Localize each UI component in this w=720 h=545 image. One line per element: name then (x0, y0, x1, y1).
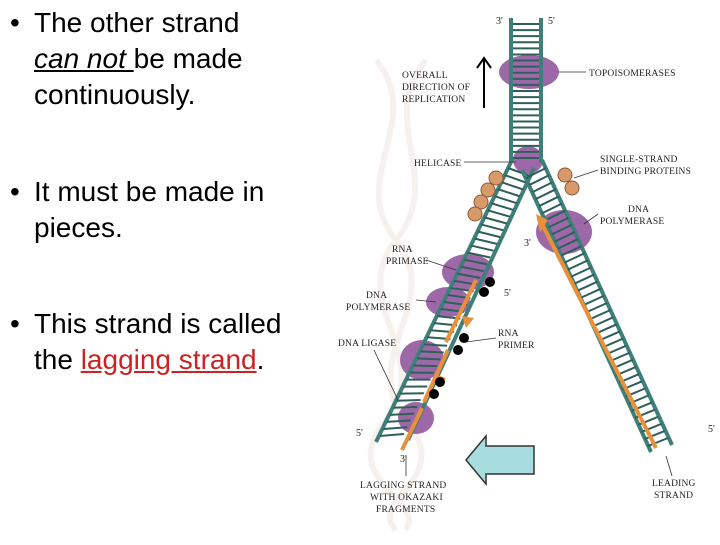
base-pair-rung (600, 331, 620, 340)
base-pair-rung (495, 196, 517, 203)
prime-lag-3: 3' (400, 454, 407, 465)
label-dna-ligase: DNA LIGASE (338, 339, 396, 349)
label-lagging-1: LAGGING STRAND (360, 481, 446, 491)
base-pair-rung (501, 182, 523, 189)
base-pair-rung (574, 275, 594, 284)
base-pair-rung (587, 303, 607, 312)
base-pair-rung (481, 224, 503, 230)
base-pair-rung (380, 434, 404, 436)
bullet-symbol: • (10, 174, 30, 210)
base-pair-rung (568, 260, 588, 269)
base-pair-rung (420, 351, 443, 352)
label-lagging-2: WITH OKAZAKI (370, 493, 443, 503)
bullet-symbol: • (10, 5, 30, 41)
label-rna-primase-1: RNA (392, 245, 413, 255)
leading-new-strand (542, 224, 656, 448)
term-lagging-strand: lagging strand (81, 344, 257, 375)
label-topoisomerases: TOPOISOMERASES (589, 69, 676, 79)
base-pair-rung (590, 310, 610, 319)
label-dnapol-left-2: POLYMERASE (346, 303, 410, 313)
label-overall-2: DIRECTION OF (402, 83, 470, 93)
prime-mid-5: 5' (504, 288, 511, 299)
base-pair-rung (414, 365, 437, 366)
label-rna-primer-1: RNA (498, 329, 519, 339)
base-pair-rung (584, 296, 604, 305)
prime-top-left: 3' (496, 16, 503, 27)
label-rna-primase-2: PRIMASE (386, 257, 429, 267)
label-overall-3: REPLICATION (402, 95, 465, 105)
base-pair-rung (474, 239, 497, 244)
bullet-symbol: • (10, 306, 30, 342)
base-pair-rung (577, 282, 597, 291)
base-pair-rung (597, 324, 617, 333)
parental-duplex (509, 18, 543, 163)
label-lagging-3: FRAGMENTS (376, 505, 435, 515)
label-overall-1: OVERALL (402, 71, 448, 81)
prime-right-3: 3' (524, 238, 531, 249)
base-pair-rung (539, 196, 559, 206)
base-pair-rung (484, 217, 506, 223)
label-ssb-2: BINDING PROTEINS (600, 167, 691, 177)
prime-left-5: 5' (356, 428, 363, 439)
label-dnapol-left-1: DNA (366, 291, 387, 301)
base-pair-rung (478, 231, 500, 237)
bullet-list: • The other strand can not be made conti… (0, 0, 340, 540)
label-leading-1: LEADING (652, 479, 696, 489)
left-arrow-shape (466, 436, 534, 484)
base-pair-rung (536, 189, 556, 199)
bullet-text: This strand is called the lagging strand… (34, 306, 281, 378)
replication-fork-diagram: OVERALL DIRECTION OF REPLICATION TOPOISO… (336, 0, 720, 540)
base-pair-rung (390, 414, 414, 415)
label-ssb-1: SINGLE-STRAND (600, 155, 678, 165)
base-pair-rung (581, 289, 601, 298)
base-pair-rung (593, 317, 613, 326)
protein-blobs (398, 55, 592, 434)
helicase-blob (513, 146, 543, 174)
base-pair-rung (424, 344, 447, 345)
base-pair-rung (488, 210, 510, 216)
base-pair-rung (491, 203, 513, 210)
label-dnapol-right-1: DNA (628, 205, 649, 215)
bullet-text: It must be made in pieces. (34, 174, 264, 246)
label-dnapol-right-2: POLYMERASE (600, 217, 664, 227)
bullet-text: The other strand can not be made continu… (34, 5, 243, 113)
emphasis-can-not: can not (34, 43, 134, 74)
base-pair-rung (532, 182, 552, 192)
base-pair-rung (498, 189, 520, 196)
base-pair-rung (471, 246, 494, 251)
base-pair-rung (397, 400, 421, 401)
base-pair-rung (565, 253, 585, 262)
label-helicase: HELICASE (414, 159, 462, 169)
base-pair-rung (393, 407, 417, 408)
label-rna-primer-2: PRIMER (498, 341, 535, 351)
label-leading-2: STRAND (654, 491, 693, 501)
base-pair-rung (417, 358, 440, 359)
base-pair-rung (571, 267, 591, 276)
prime-right-5: 5' (708, 424, 715, 435)
direction-arrow (477, 58, 491, 108)
prime-top-right: 5' (548, 16, 555, 27)
leading-arm (522, 160, 672, 452)
